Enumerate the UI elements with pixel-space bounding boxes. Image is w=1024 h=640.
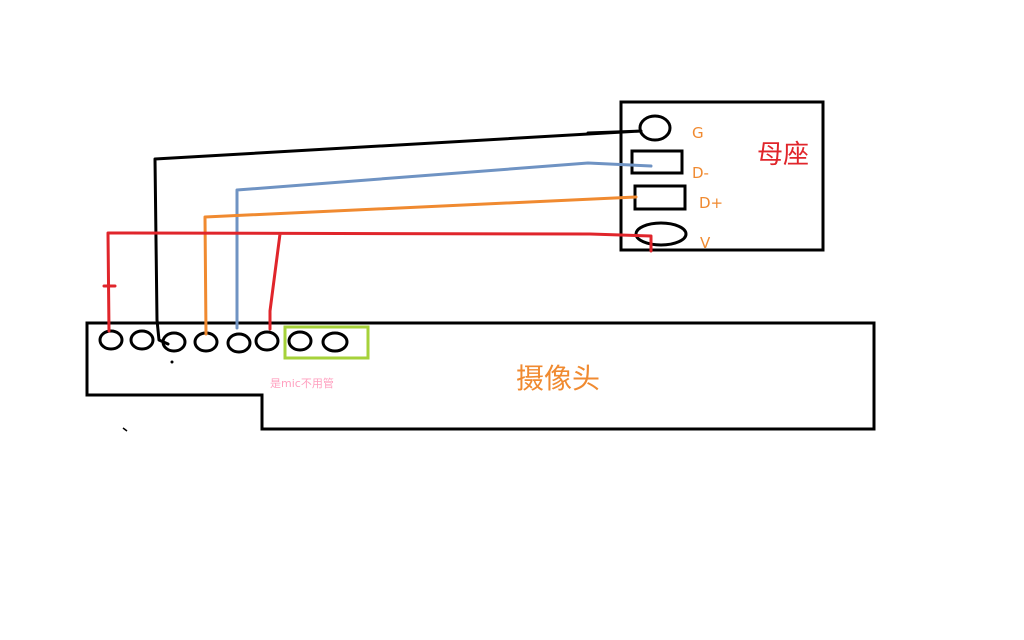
camera-pin-4	[193, 331, 219, 353]
socket-pin-dplus	[633, 184, 687, 211]
camera-pin-7	[287, 330, 313, 352]
dplus-wire	[203, 195, 638, 336]
dminus-wire	[235, 161, 653, 330]
socket-label-dminus: D-	[692, 164, 709, 182]
socket-label-v: V	[700, 234, 711, 252]
socket-label-g: G	[692, 124, 704, 142]
socket-pin-v	[634, 221, 688, 247]
socket-pin-g	[638, 114, 672, 142]
socket-pin-dminus	[630, 149, 684, 175]
socket-block: G D- D+ V 母座	[619, 100, 825, 252]
camera-title: 摄像头	[516, 362, 600, 395]
socket-title: 母座	[757, 140, 809, 170]
mic-pins-box	[283, 325, 370, 360]
ground-wire	[153, 129, 643, 346]
socket-outline	[619, 100, 825, 252]
camera-block: 是mic不用管 摄像头	[85, 321, 876, 432]
mic-note: 是mic不用管	[270, 376, 334, 390]
power-wire	[102, 231, 653, 333]
camera-pin-6	[254, 330, 280, 352]
camera-outline	[85, 321, 876, 431]
wires	[102, 129, 653, 346]
camera-pin-2	[129, 329, 155, 351]
stray-mark	[122, 427, 128, 432]
camera-pin-8	[321, 331, 349, 353]
camera-pin-5	[226, 332, 252, 354]
socket-label-dplus: D+	[699, 194, 723, 212]
camera-pin-1	[98, 329, 124, 351]
stray-dot	[170, 360, 174, 364]
